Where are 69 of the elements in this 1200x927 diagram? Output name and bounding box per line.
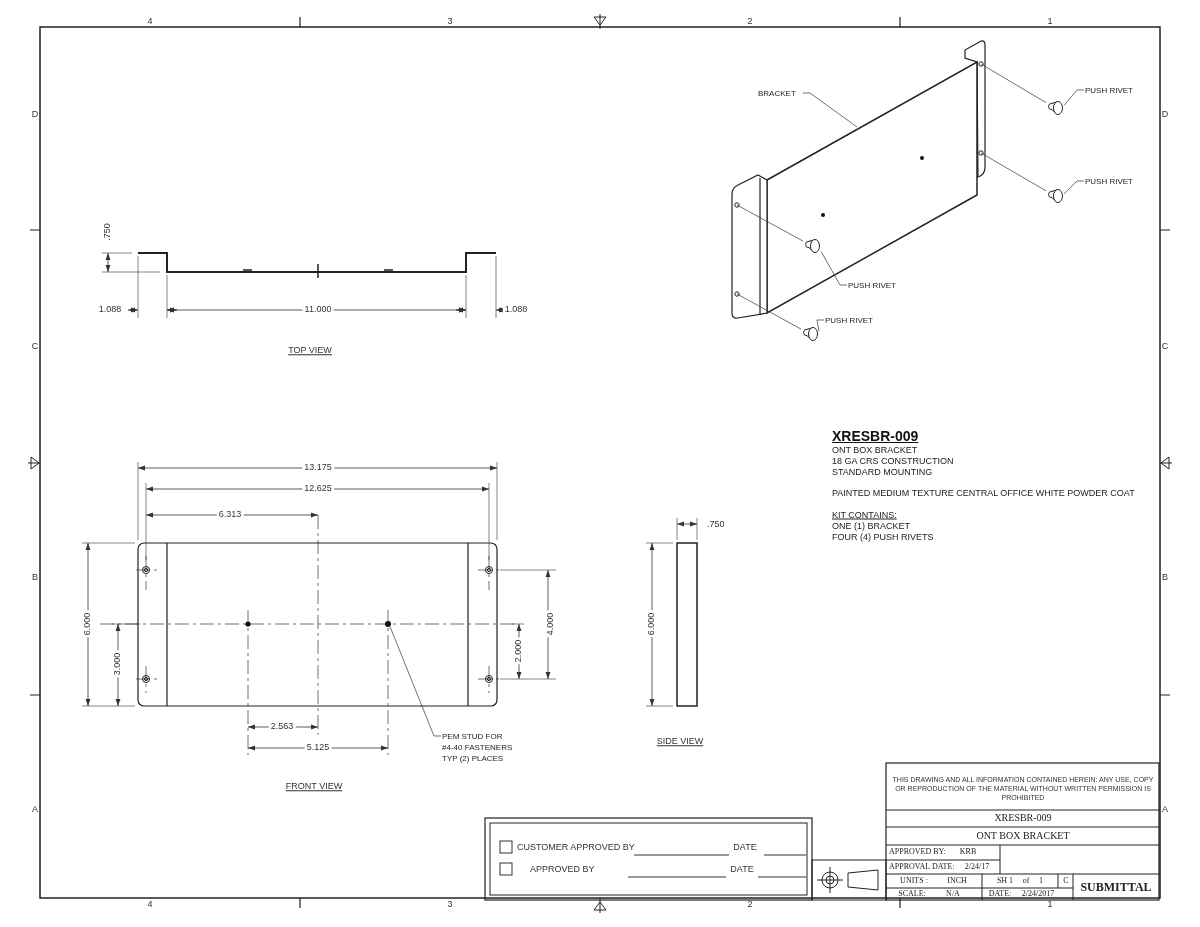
approval-text: APPROVED BY: [530, 863, 595, 877]
title-block-text: ONT BOX BRACKET: [976, 831, 1070, 841]
leader-line: [736, 204, 804, 242]
grid-reference: B: [32, 571, 38, 585]
leader-line: [820, 250, 848, 286]
leader-line: [736, 293, 802, 330]
view-title: TOP VIEW: [288, 344, 332, 358]
callout-label: BRACKET: [758, 88, 802, 99]
callout-label: PUSH RIVET: [1085, 85, 1147, 96]
title-block-text: APPROVED BY:: [889, 848, 946, 856]
title-block-text: C: [1063, 877, 1069, 885]
approval-text: DATE: [730, 863, 754, 877]
grid-reference: B: [1162, 571, 1168, 585]
grid-reference: C: [31, 340, 39, 354]
title-block-text: N/A: [946, 890, 960, 898]
approval-text: DATE: [733, 841, 757, 855]
push-rivet-drawing: [803, 238, 821, 254]
view-title: FRONT VIEW: [285, 780, 343, 794]
leader-line: [802, 92, 858, 128]
callout-label: PUSH RIVET: [825, 315, 887, 326]
leader-line: [1063, 89, 1085, 106]
view-title: SIDE VIEW: [656, 735, 704, 749]
note-text: ONE (1) BRACKET: [832, 521, 910, 531]
title-block-text: APPROVAL DATE:: [889, 863, 955, 871]
push-rivet-drawing: [1046, 188, 1064, 204]
grid-reference: A: [32, 803, 38, 817]
grid-reference: 2: [747, 15, 753, 29]
note-text: FOUR (4) PUSH RIVETS: [832, 532, 934, 542]
grid-reference: C: [1161, 340, 1169, 354]
title-block-text: XRESBR-009: [994, 813, 1052, 823]
note-text: KIT CONTAINS:: [832, 510, 897, 520]
leader-line: [389, 626, 442, 737]
leader-line: [980, 152, 1047, 192]
grid-reference: 4: [147, 898, 153, 912]
push-rivet-drawing: [1046, 100, 1064, 116]
grid-reference: 3: [447, 898, 453, 912]
grid-reference: 1: [1047, 15, 1053, 29]
callout-label: PUSH RIVET: [1085, 176, 1147, 187]
title-block-text: of: [1022, 877, 1030, 885]
callout-label: PUSH RIVET: [848, 280, 910, 291]
grid-reference: 4: [147, 15, 153, 29]
title-block-text: UNITS :: [900, 877, 928, 885]
callout-label: PEM STUD FOR #4-40 FASTENERS TYP (2) PLACES: [442, 731, 514, 764]
push-rivet-drawing: [801, 326, 819, 342]
title-block-text: SH 1: [996, 877, 1014, 885]
grid-reference: A: [1162, 803, 1168, 817]
note-text: PAINTED MEDIUM TEXTURE CENTRAL OFFICE WHITE POWDER COAT: [832, 488, 1135, 498]
title-block-text: KRB: [959, 848, 977, 856]
leader-line: [1063, 180, 1085, 195]
title-block-text: DATE:: [988, 890, 1012, 898]
grid-reference: D: [1161, 108, 1169, 122]
title-block-text: SUBMITTAL: [1080, 881, 1152, 893]
title-block-text: 1: [1039, 877, 1043, 885]
leader-line: [980, 63, 1047, 103]
leader-line: [816, 319, 825, 332]
stud-hole: [385, 621, 391, 627]
grid-reference: D: [31, 108, 39, 122]
grid-reference: 1: [1047, 898, 1053, 912]
approval-text: CUSTOMER APPROVED BY: [517, 841, 635, 855]
title-block-text: SCALE:: [898, 890, 926, 898]
grid-reference: 2: [747, 898, 753, 912]
part-number: XRESBR-009: [832, 429, 919, 443]
title-block-text: INCH: [947, 877, 967, 885]
title-block-text: 2/24/17: [964, 863, 990, 871]
grid-reference: 3: [447, 15, 453, 29]
title-block-text: 2/24/2017: [1021, 890, 1055, 898]
note-text: STANDARD MOUNTING: [832, 467, 933, 477]
note-text: 18 GA CRS CONSTRUCTION: [832, 456, 954, 466]
note-text: ONT BOX BRACKET: [832, 445, 918, 455]
